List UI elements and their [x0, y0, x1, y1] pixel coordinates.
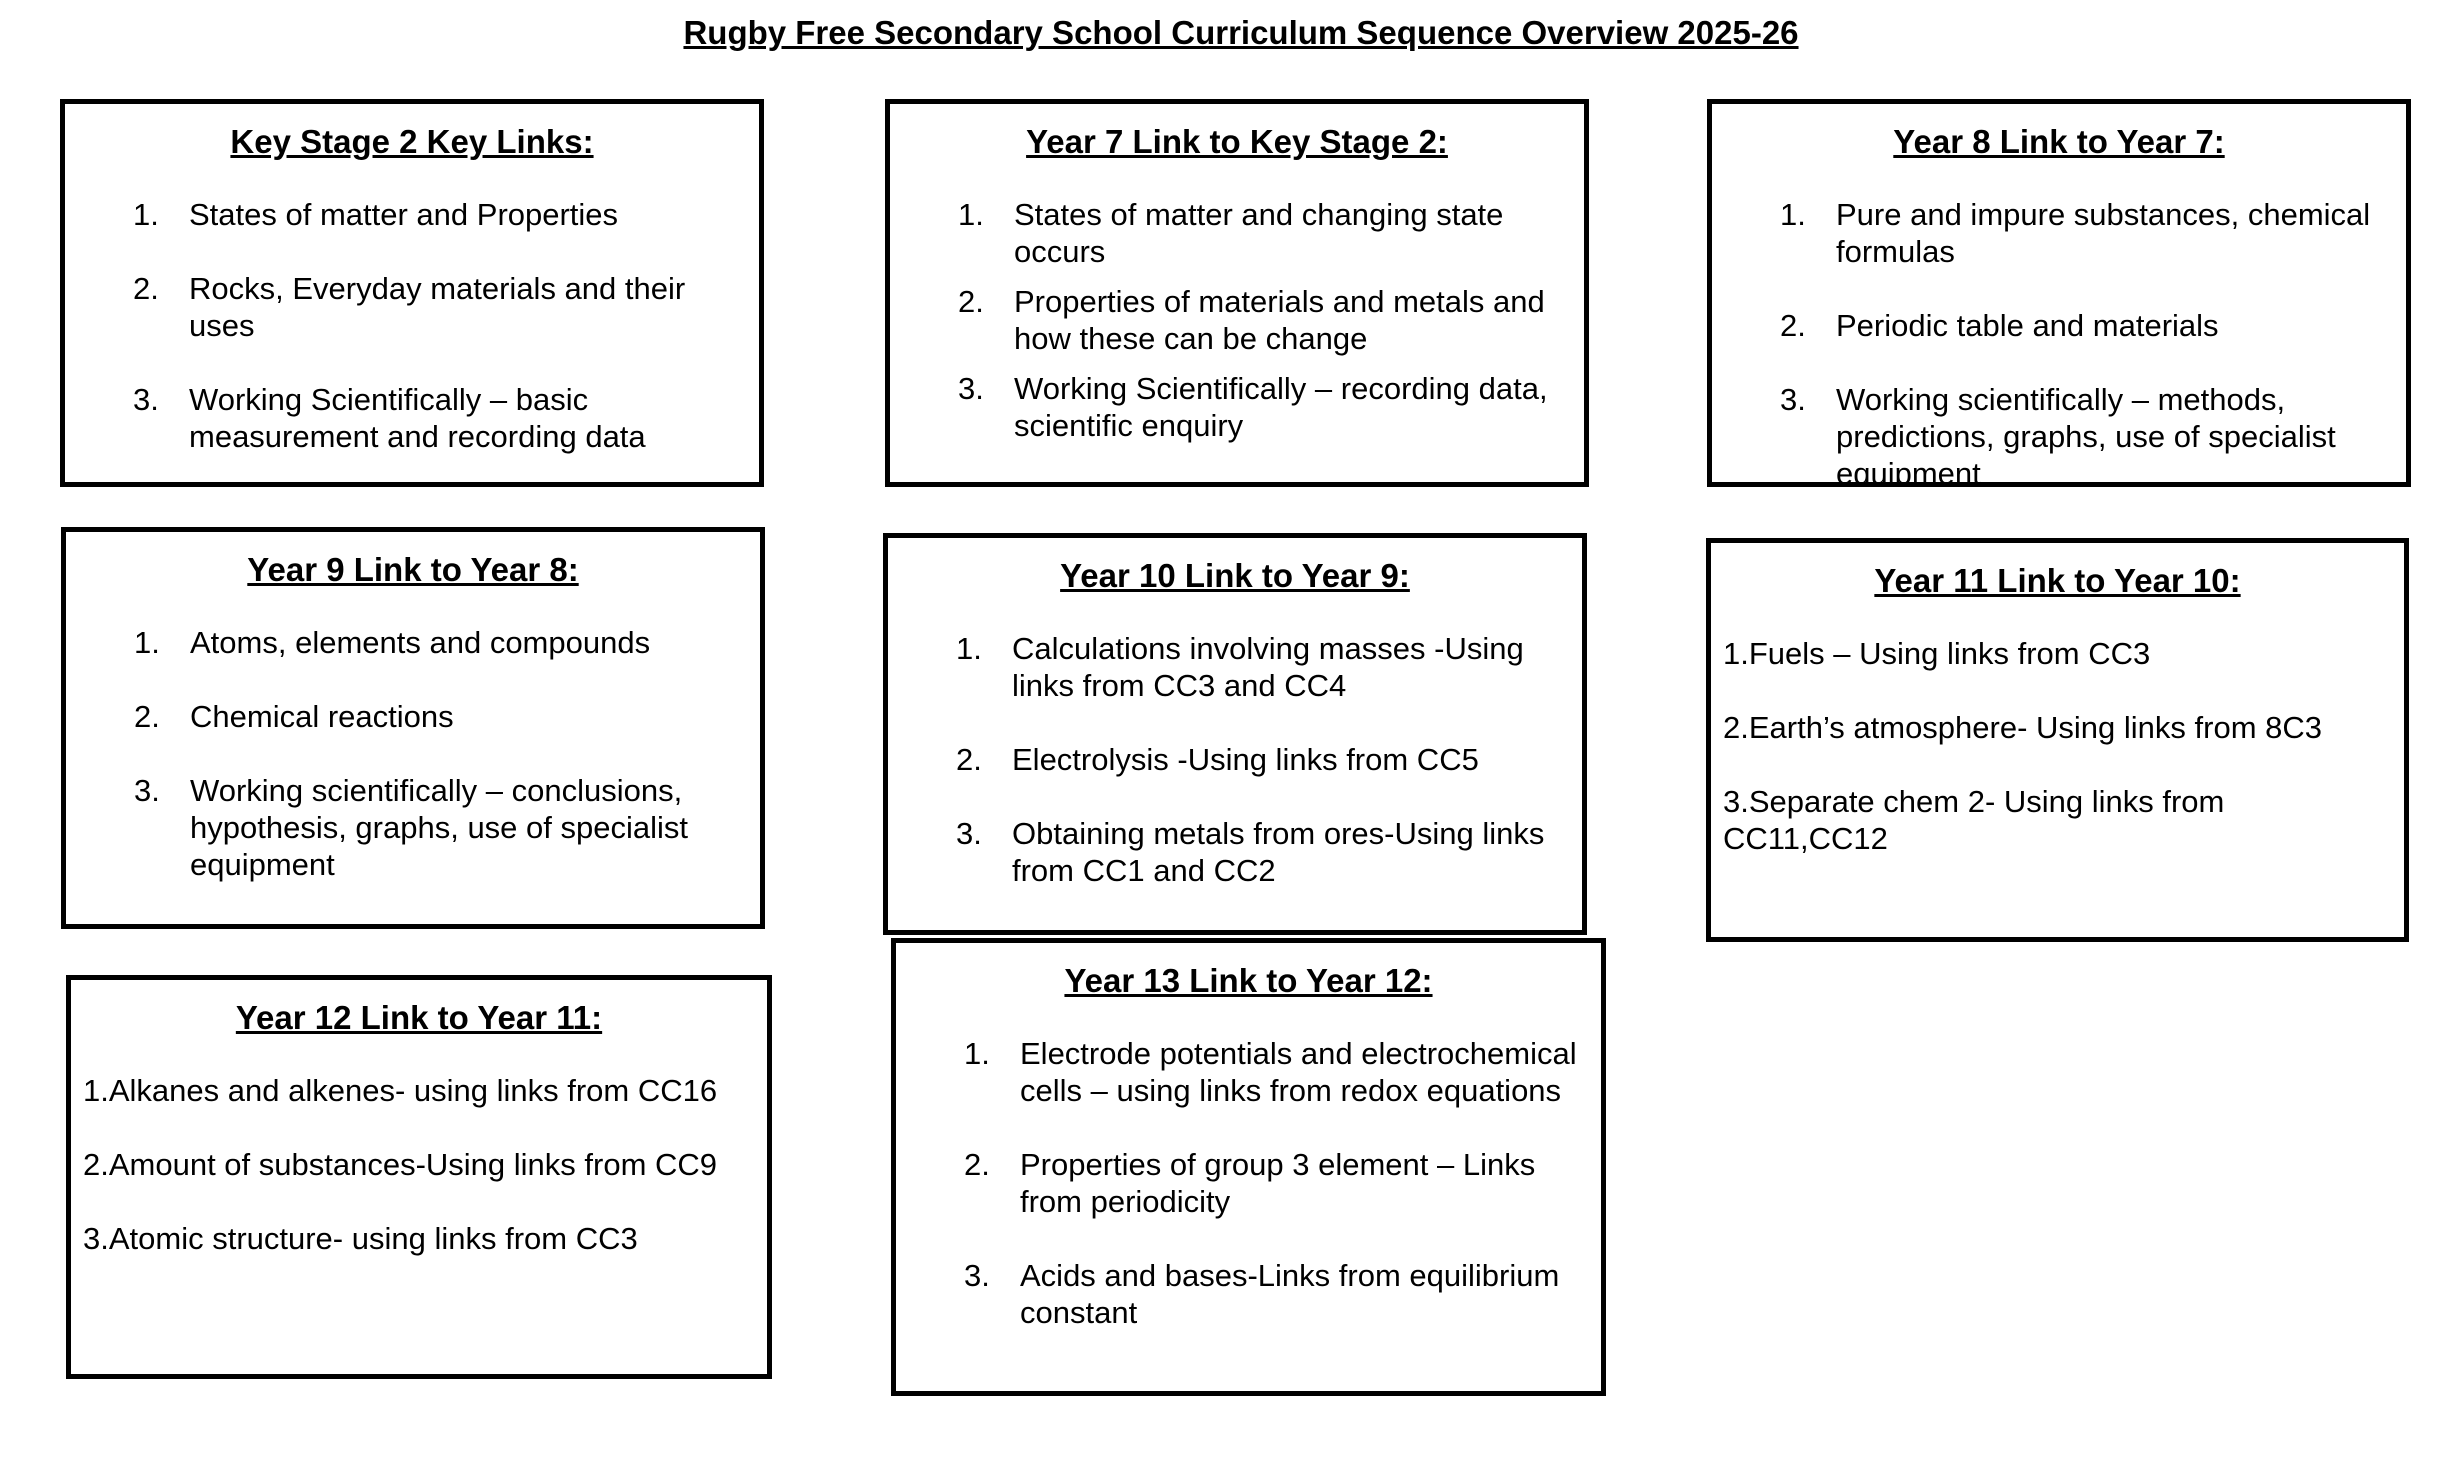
item-number: 2.: [1780, 308, 1806, 343]
box-key-stage-2: Key Stage 2 Key Links: 1. States of matter…: [60, 99, 764, 487]
link-list: 1.Alkanes and alkenes- using links from …: [71, 1072, 767, 1257]
item-number: 2.: [134, 699, 160, 734]
list-item: 1. Calculations involving masses -Using l…: [888, 630, 1582, 704]
item-number: 3.: [964, 1258, 990, 1293]
item-number: 1.: [133, 197, 159, 232]
item-number: 3.: [134, 773, 160, 808]
list-item: 3. Working Scientifically – recording dat…: [890, 370, 1584, 444]
item-text: Rocks, Everyday materials and their uses: [189, 271, 686, 343]
box-year-10: Year 10 Link to Year 9: 1. Calculations in…: [883, 533, 1587, 935]
list-item: 3. Obtaining metals from ores-Using links…: [888, 815, 1582, 889]
link-list: 1. States of matter and Properties 2. Rocks…: [65, 196, 759, 455]
item-text: 3.Atomic structure- using links from CC3: [83, 1221, 638, 1256]
item-text: States of matter and Properties: [189, 197, 619, 232]
item-number: 3.: [958, 371, 984, 406]
item-text: 2.Amount of substances-Using links from …: [83, 1147, 718, 1182]
list-item: 2. Electrolysis -Using links from CC5: [888, 741, 1582, 778]
item-text: Working scientifically – conclusions, hy…: [190, 773, 688, 882]
item-number: 3.: [956, 816, 982, 851]
link-list: 1. States of matter and changing state oc…: [890, 196, 1584, 444]
link-list: 1. Electrode potentials and electrochemic…: [896, 1035, 1601, 1331]
item-text: Working scientifically – methods, predic…: [1836, 382, 2336, 487]
list-item: 3. Acids and bases-Links from equilibrium…: [896, 1257, 1601, 1331]
list-item: 1. States of matter and changing state oc…: [890, 196, 1584, 270]
box-year-13: Year 13 Link to Year 12: 1. Electrode pote…: [891, 938, 1606, 1396]
item-text: Electrode potentials and electrochemical…: [1020, 1036, 1577, 1108]
link-list: 1. Atoms, elements and compounds 2. Chemica…: [66, 624, 760, 883]
item-text: Calculations involving masses -Using lin…: [1012, 631, 1524, 703]
item-text: Properties of materials and metals and h…: [1014, 284, 1545, 356]
item-text: 3.Separate chem 2- Using links from CC11…: [1723, 784, 2225, 856]
list-item: 1. Pure and impure substances, chemical f…: [1712, 196, 2406, 270]
item-number: 2.: [958, 284, 984, 319]
box-heading: Year 10 Link to Year 9:: [1060, 557, 1410, 594]
item-text: Pure and impure substances, chemical for…: [1836, 197, 2371, 269]
item-number: 1.: [1780, 197, 1806, 232]
box-heading: Year 8 Link to Year 7:: [1893, 123, 2225, 160]
item-text: Periodic table and materials: [1836, 308, 2219, 343]
box-heading: Year 12 Link to Year 11:: [235, 999, 603, 1036]
item-number: 3.: [1780, 382, 1806, 417]
list-item: 1. Atoms, elements and compounds: [66, 624, 760, 661]
page-title: Rugby Free Secondary School Curriculum S…: [683, 14, 1799, 51]
item-number: 2.: [956, 742, 982, 777]
item-number: 2.: [964, 1147, 990, 1182]
item-text: Electrolysis -Using links from CC5: [1012, 742, 1479, 777]
item-text: Acids and bases-Links from equilibrium c…: [1020, 1258, 1560, 1330]
item-text: 1.Alkanes and alkenes- using links from …: [83, 1073, 718, 1108]
list-item: 3. Working scientifically – conclusions, …: [66, 772, 760, 883]
box-heading: Year 7 Link to Key Stage 2:: [1026, 123, 1448, 160]
box-heading: Year 11 Link to Year 10:: [1874, 562, 2241, 599]
list-item: 1.Alkanes and alkenes- using links from …: [71, 1072, 767, 1109]
list-item: 2.Amount of substances-Using links from …: [71, 1146, 767, 1183]
item-number: 1.: [964, 1036, 990, 1071]
box-year-9: Year 9 Link to Year 8: 1. Atoms, elements …: [61, 527, 765, 929]
link-list: 1.Fuels – Using links from CC3 2.Earth’s …: [1711, 635, 2404, 857]
item-number: 1.: [956, 631, 982, 666]
list-item: 3.Atomic structure- using links from CC3: [71, 1220, 767, 1257]
list-item: 2. Chemical reactions: [66, 698, 760, 735]
item-number: 3.: [133, 382, 159, 417]
item-text: 1.Fuels – Using links from CC3: [1723, 636, 2151, 671]
item-text: Working Scientifically – basic measureme…: [189, 382, 646, 454]
box-year-12: Year 12 Link to Year 11: 1.Alkanes and al…: [66, 975, 772, 1379]
item-text: Atoms, elements and compounds: [190, 625, 651, 660]
list-item: 2.Earth’s atmosphere- Using links from 8…: [1711, 709, 2404, 746]
box-year-11: Year 11 Link to Year 10: 1.Fuels – Using …: [1706, 538, 2409, 942]
list-item: 1.Fuels – Using links from CC3: [1711, 635, 2404, 672]
link-list: 1. Pure and impure substances, chemical f…: [1712, 196, 2406, 487]
item-text: Obtaining metals from ores-Using links f…: [1012, 816, 1545, 888]
list-item: 1. Electrode potentials and electrochemic…: [896, 1035, 1601, 1109]
list-item: 2. Properties of materials and metals and…: [890, 283, 1584, 357]
item-text: Working Scientifically – recording data,…: [1014, 371, 1548, 443]
item-number: 1.: [134, 625, 160, 660]
box-heading: Year 13 Link to Year 12:: [1064, 962, 1433, 999]
item-text: Chemical reactions: [190, 699, 454, 734]
list-item: 3.Separate chem 2- Using links from CC11…: [1711, 783, 2404, 857]
box-heading: Year 9 Link to Year 8:: [247, 551, 579, 588]
list-item: 3. Working Scientifically – basic measure…: [65, 381, 759, 455]
list-item: 2. Properties of group 3 element – Links …: [896, 1146, 1601, 1220]
box-year-8: Year 8 Link to Year 7: 1. Pure and impure …: [1707, 99, 2411, 487]
box-heading: Key Stage 2 Key Links:: [230, 123, 594, 160]
list-item: 2. Periodic table and materials: [1712, 307, 2406, 344]
list-item: 1. States of matter and Properties: [65, 196, 759, 233]
list-item: 2. Rocks, Everyday materials and their us…: [65, 270, 759, 344]
item-number: 2.: [133, 271, 159, 306]
item-text: 2.Earth’s atmosphere- Using links from 8…: [1723, 710, 2323, 745]
box-year-7: Year 7 Link to Key Stage 2: 1. States of m…: [885, 99, 1589, 487]
item-text: States of matter and changing state occu…: [1014, 197, 1504, 269]
item-number: 1.: [958, 197, 984, 232]
item-text: Properties of group 3 element – Links fr…: [1020, 1147, 1536, 1219]
link-list: 1. Calculations involving masses -Using l…: [888, 630, 1582, 889]
list-item: 3. Working scientifically – methods, pred…: [1712, 381, 2406, 487]
